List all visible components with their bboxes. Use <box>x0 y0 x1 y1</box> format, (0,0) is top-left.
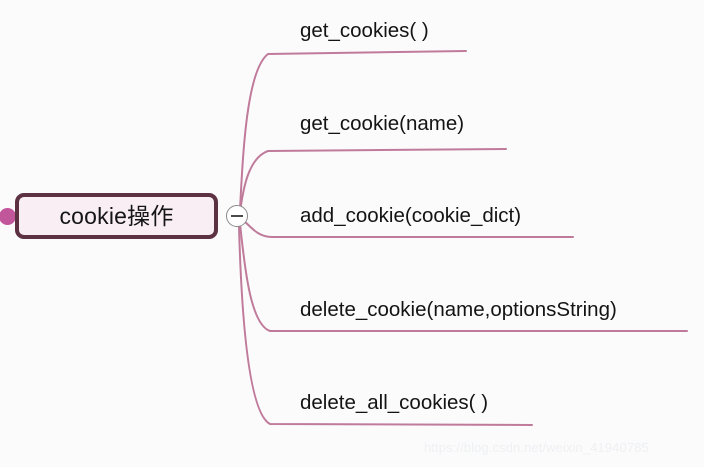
root-node-cookie-operations[interactable]: cookie操作 <box>15 193 218 239</box>
watermark-text: https://blog.csdn.net/weixin_41940785 <box>424 440 649 455</box>
branch-label-get-cookies[interactable]: get_cookies( ) <box>300 19 429 42</box>
connector-delete-all-cookies <box>238 225 533 426</box>
branch-label-delete-cookie[interactable]: delete_cookie(name,optionsString) <box>300 298 617 321</box>
minus-icon <box>231 215 243 217</box>
branch-label-add-cookie[interactable]: add_cookie(cookie_dict) <box>300 204 522 227</box>
branch-label-get-cookie-name[interactable]: get_cookie(name) <box>300 112 465 135</box>
root-bullet-dot <box>0 208 16 225</box>
branch-label-delete-all-cookies[interactable]: delete_all_cookies( ) <box>300 391 489 414</box>
root-node-label: cookie操作 <box>59 202 174 229</box>
connector-get-cookies <box>239 50 467 211</box>
connector-get-cookie-name <box>239 148 507 213</box>
connector-delete-cookie <box>239 223 688 332</box>
collapse-toggle-button[interactable] <box>226 205 248 227</box>
